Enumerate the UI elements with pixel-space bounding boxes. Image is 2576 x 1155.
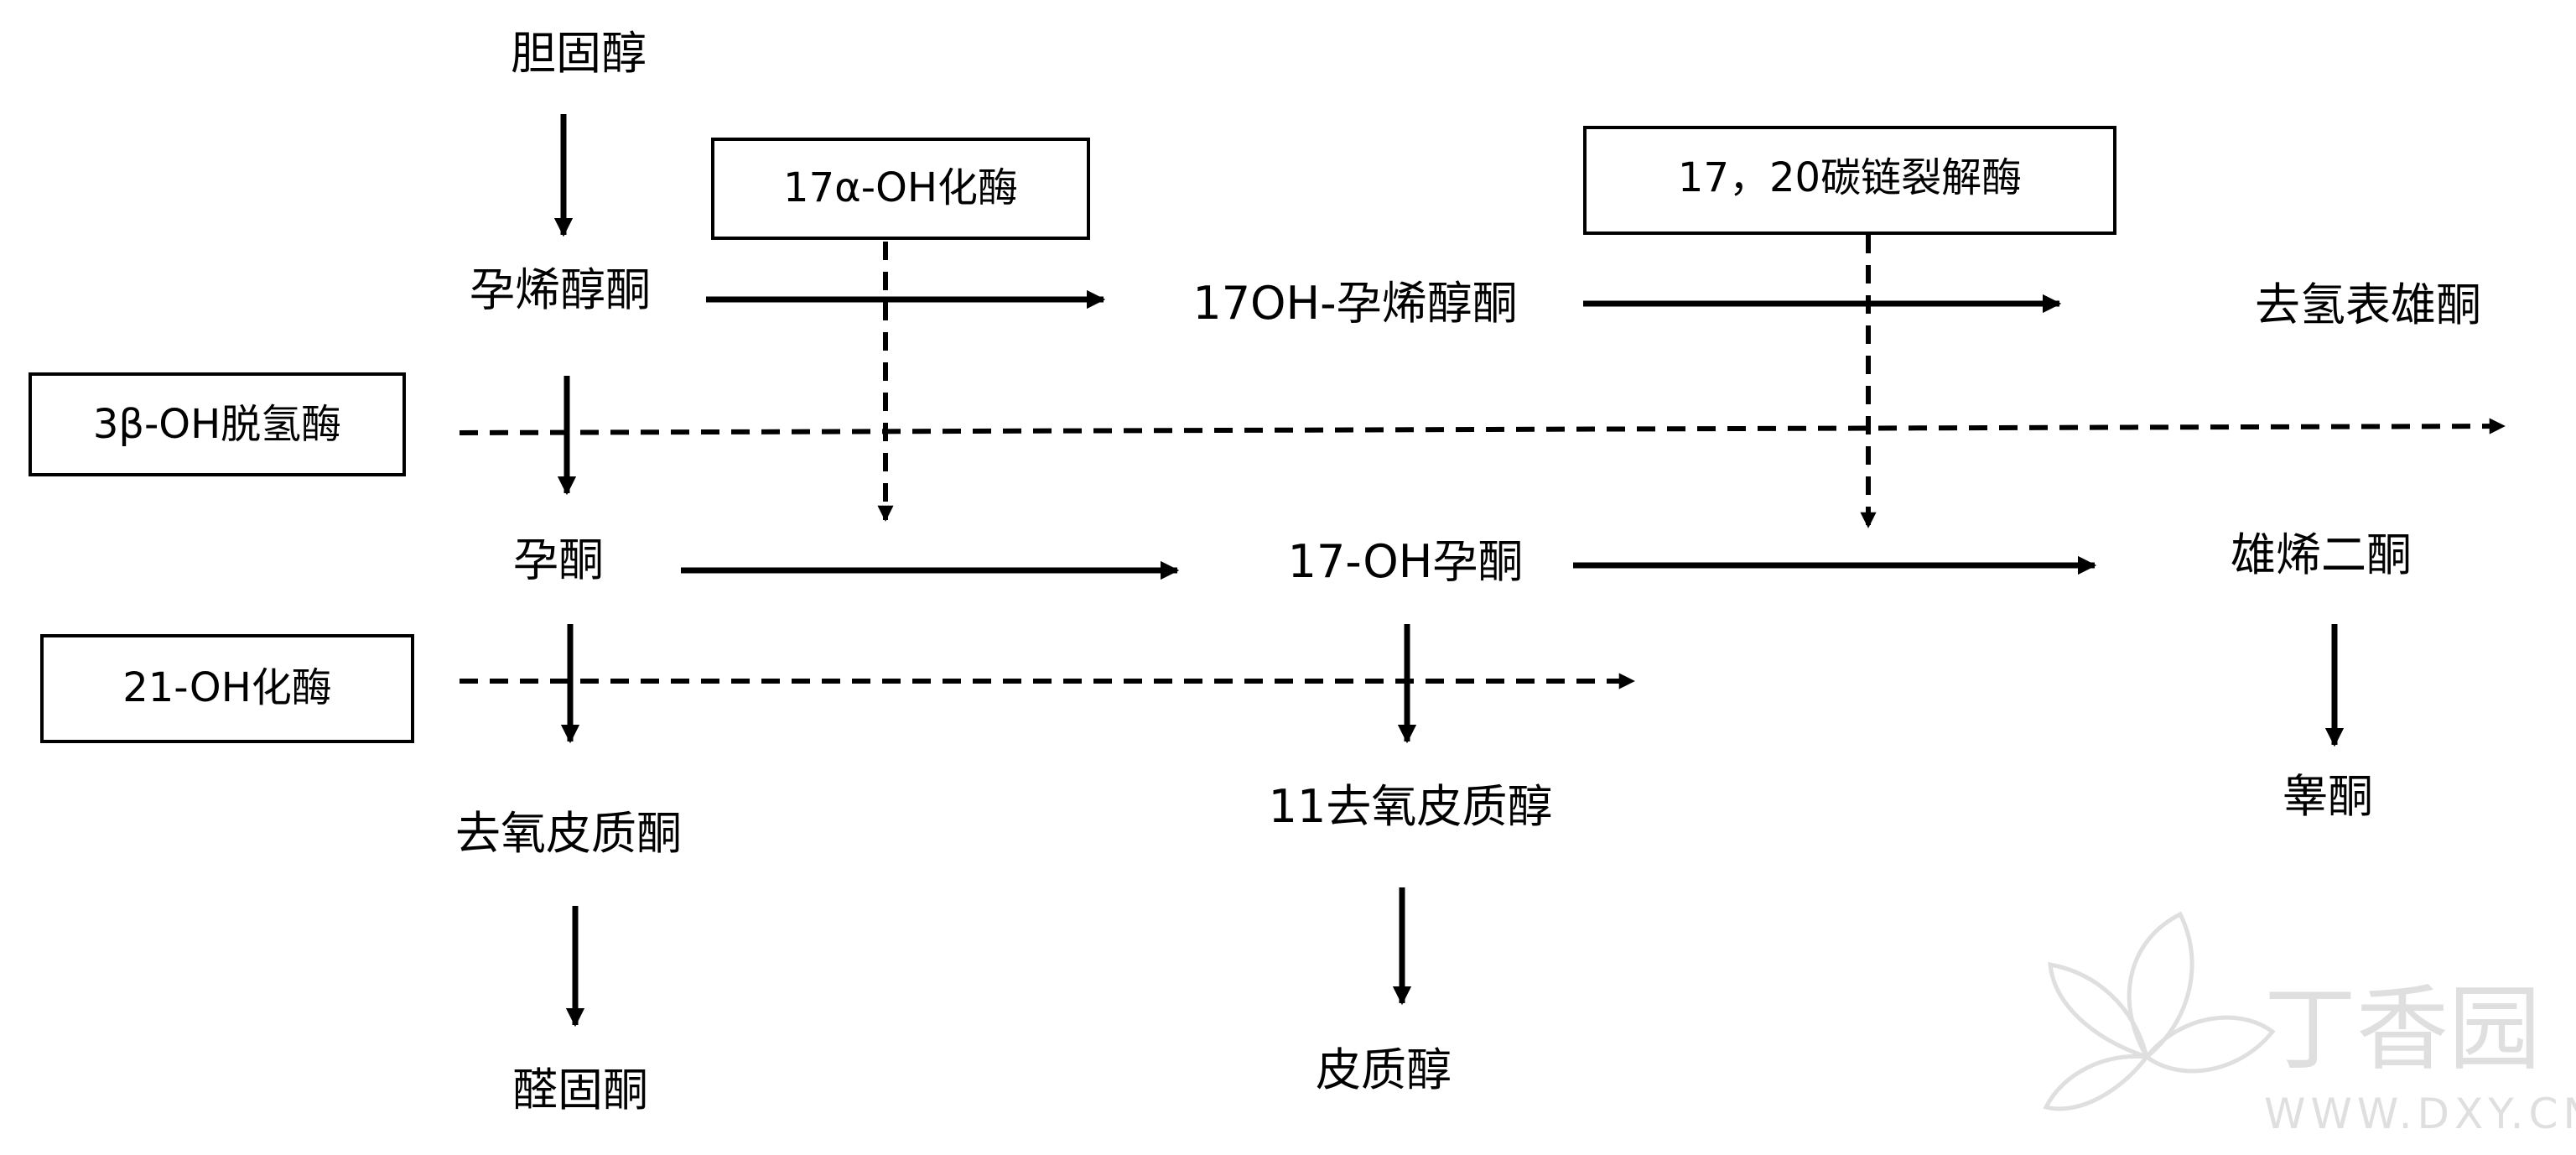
enzyme-box-17a-hydroxylase bbox=[711, 138, 1090, 240]
node-dhea: 去氢表雄酮 bbox=[2255, 278, 2481, 331]
enzyme-label-21-hydroxylase: 21-OH化酶 bbox=[122, 664, 332, 711]
watermark-url: WWW.DXY.CN bbox=[2264, 1090, 2576, 1138]
watermark-brand: 丁香园 bbox=[2264, 976, 2541, 1083]
dashed-arrow-3b-dehydrogenase bbox=[459, 418, 2506, 435]
flower-logo-icon bbox=[2043, 911, 2276, 1111]
node-17oh-progesterone: 17-OH孕酮 bbox=[1288, 535, 1524, 588]
node-11-deoxycortisol: 11去氧皮质醇 bbox=[1269, 780, 1553, 833]
node-cholesterol: 胆固醇 bbox=[511, 27, 647, 80]
enzyme-label-17a-hydroxylase: 17α-OH化酶 bbox=[783, 164, 1018, 211]
node-testosterone: 睾酮 bbox=[2283, 770, 2373, 823]
watermark: 丁香园 WWW.DXY.CN bbox=[2043, 911, 2576, 1138]
node-aldosterone: 醛固酮 bbox=[512, 1064, 648, 1116]
node-progesterone: 孕酮 bbox=[513, 533, 604, 586]
node-17oh-pregnenolone: 17OH-孕烯醇酮 bbox=[1192, 277, 1517, 330]
node-deoxycorticosterone: 去氧皮质酮 bbox=[455, 807, 682, 860]
node-cortisol: 皮质醇 bbox=[1316, 1043, 1452, 1096]
node-pregnenolone: 孕烯醇酮 bbox=[470, 263, 651, 316]
node-androstenedione: 雄烯二酮 bbox=[2231, 528, 2412, 581]
enzyme-box-17-20-lyase bbox=[1583, 126, 2116, 235]
enzyme-box-21-hydroxylase bbox=[40, 634, 414, 743]
enzyme-box-3b-dehydrogenase bbox=[29, 372, 406, 476]
enzyme-label-17-20-lyase: 17，20碳链裂解酶 bbox=[1678, 154, 2022, 201]
enzyme-label-3b-dehydrogenase: 3β-OH脱氢酶 bbox=[93, 401, 341, 448]
